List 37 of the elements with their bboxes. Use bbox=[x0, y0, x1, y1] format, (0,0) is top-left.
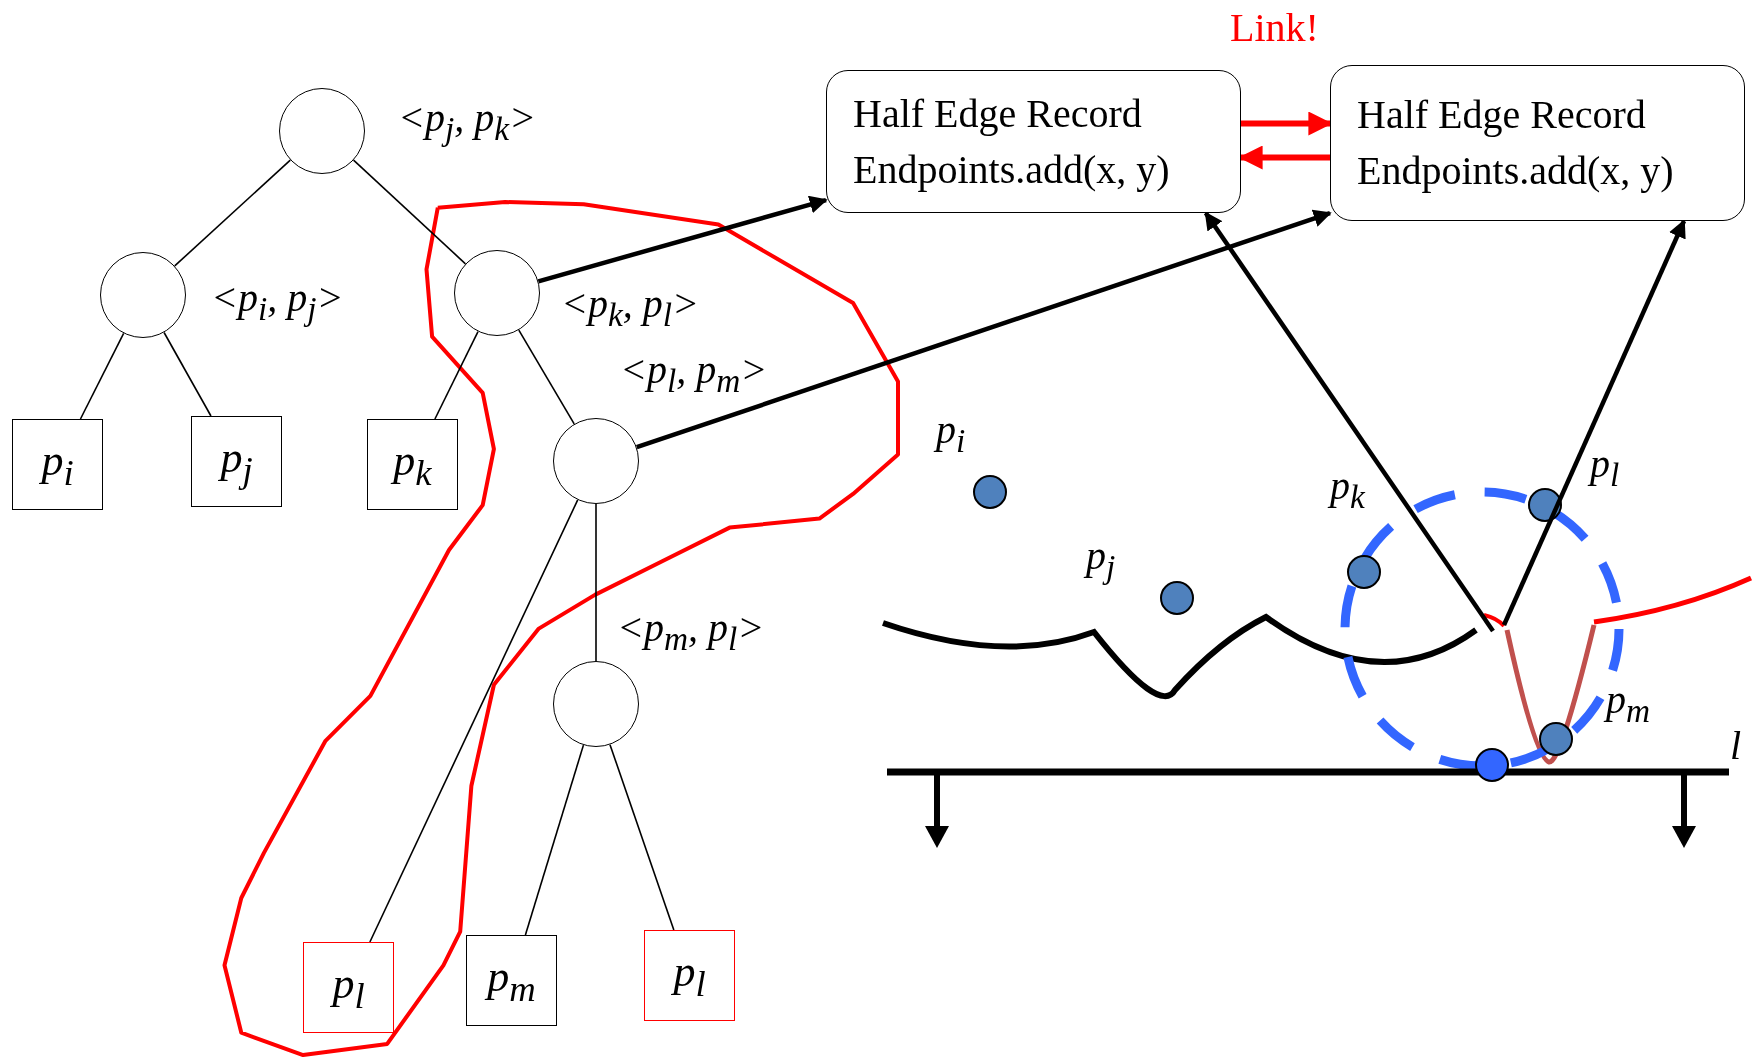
arrow bbox=[1501, 219, 1687, 626]
leaf-label: p$_{i}$ bbox=[41, 435, 74, 494]
node-caption: <p$_{i}$, p$_{j}$> bbox=[211, 278, 344, 326]
leaf-box bbox=[466, 935, 557, 1026]
connector-line bbox=[518, 329, 575, 425]
connector-line bbox=[369, 499, 579, 943]
record-box bbox=[826, 70, 1241, 213]
record-text: Endpoints.add(x, y) bbox=[1357, 147, 1674, 195]
connector-line bbox=[173, 159, 292, 267]
arrow bbox=[1203, 211, 1495, 633]
leaf-box bbox=[191, 416, 282, 507]
leaf-box bbox=[12, 419, 103, 510]
leaf-box bbox=[367, 419, 458, 510]
connector-line bbox=[524, 744, 585, 936]
connector-line bbox=[163, 331, 212, 417]
leaf-box bbox=[303, 942, 394, 1033]
leaf-box bbox=[644, 930, 735, 1021]
connector-line bbox=[609, 743, 675, 931]
node-caption: <p$_{j}$, p$_{k}$> bbox=[398, 98, 537, 146]
node-caption: <p$_{m}$, p$_{l}$> bbox=[617, 608, 765, 656]
connector-line bbox=[79, 332, 125, 420]
connector-line bbox=[434, 330, 479, 420]
record-text: Endpoints.add(x, y) bbox=[853, 145, 1170, 194]
record-text: Half Edge Record bbox=[1357, 91, 1646, 139]
arrow bbox=[636, 209, 1332, 450]
arrow bbox=[537, 195, 828, 284]
sweep-line-label: l bbox=[1730, 726, 1742, 766]
record-box bbox=[1330, 65, 1745, 221]
leaf-label: p$_{l}$ bbox=[332, 958, 365, 1017]
record-text: Half Edge Record bbox=[853, 89, 1142, 138]
node-caption: <p$_{l}$, p$_{m}$> bbox=[620, 350, 768, 398]
link-label: Link! bbox=[1230, 8, 1319, 48]
connector-line bbox=[595, 503, 597, 662]
connector-line bbox=[352, 159, 467, 265]
node-caption: <p$_{k}$, p$_{l}$> bbox=[561, 284, 700, 332]
leaf-label: p$_{j}$ bbox=[220, 432, 253, 491]
leaf-label: p$_{l}$ bbox=[673, 946, 706, 1005]
